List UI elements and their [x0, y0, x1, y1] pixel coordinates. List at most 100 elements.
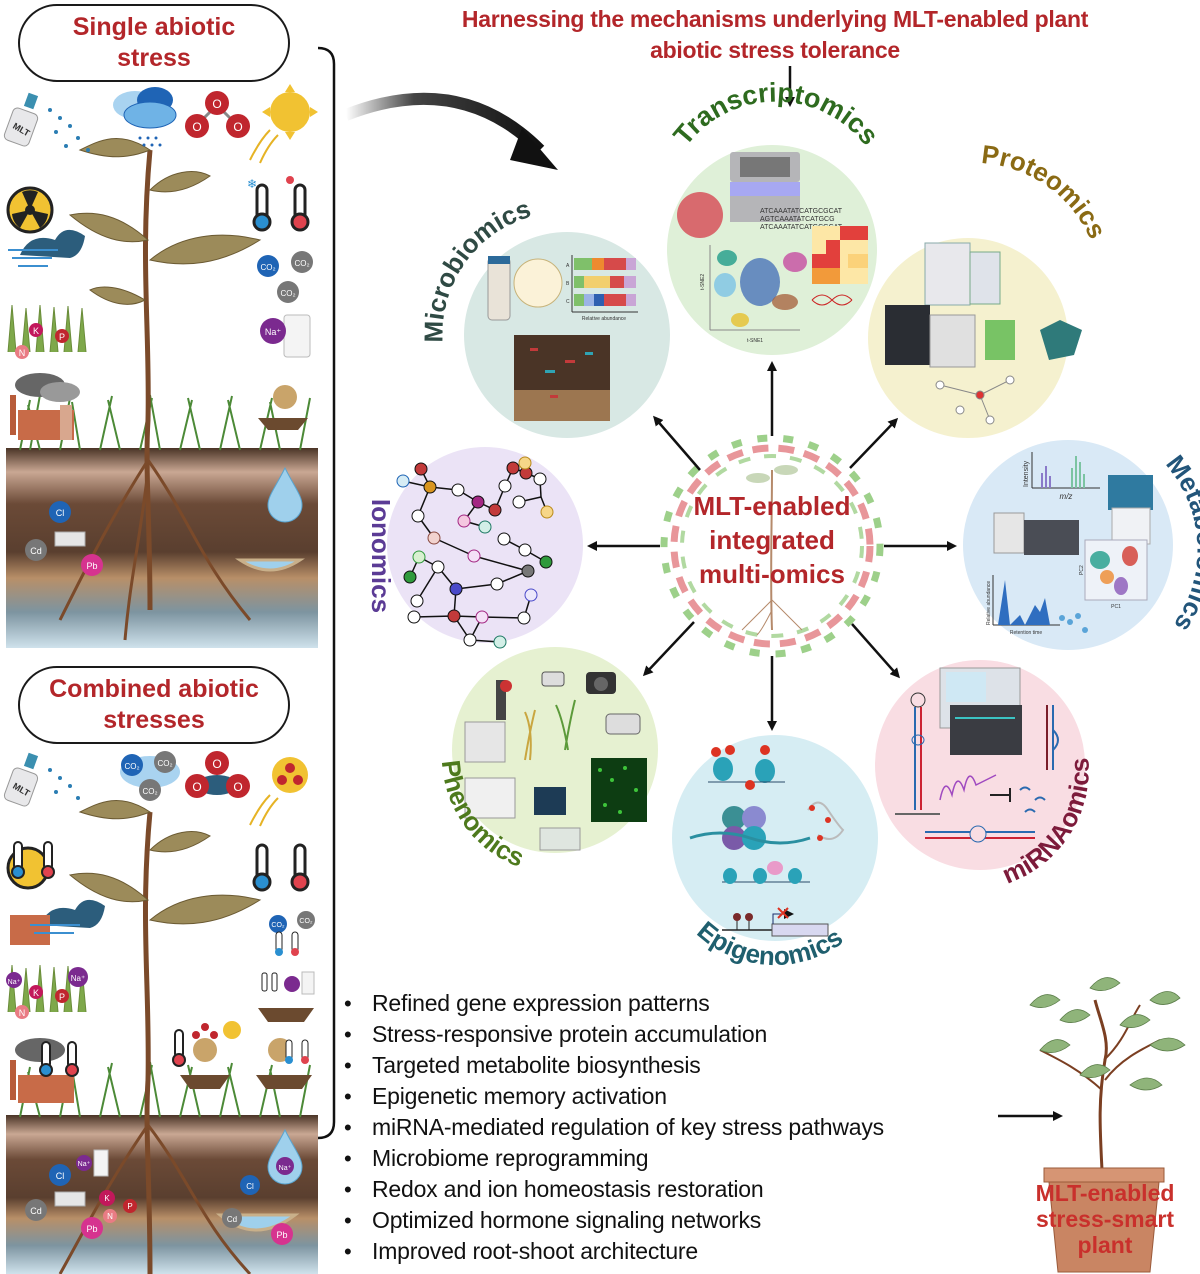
imaging-system-icon: [464, 777, 516, 819]
hub-label-line2: integrated: [709, 525, 835, 555]
ion-p: P: [59, 332, 65, 342]
mz-label: m/z: [1060, 492, 1073, 501]
salt-drought-temperature-icon: [258, 971, 315, 1022]
plant-leaves-2: [68, 799, 262, 925]
heat-ozone-drought-icon: [172, 1021, 241, 1089]
ion-p-c: P: [59, 992, 65, 1002]
hub-multiomics: [660, 434, 884, 658]
tsne-plot: t-SNE1 t-SNE2: [700, 245, 807, 344]
salt-shaker-icon: Na⁺: [260, 314, 311, 358]
ion-na-c2: Na⁺: [71, 974, 85, 983]
protein-network-icon: [935, 375, 1015, 425]
combined-stress-heading-line1: Combined abiotic: [49, 675, 259, 703]
outcome-item: Microbiome reprogramming: [342, 1143, 884, 1174]
title-line-2: abiotic stress tolerance: [650, 37, 900, 63]
ion-na-c3: Na⁺: [78, 1161, 91, 1168]
omics-metabolomics: Intensity m/z Retention time Relative ab…: [963, 440, 1173, 650]
thermal-camera-icon: [605, 713, 641, 735]
ion-pb-c2: Pb: [276, 1230, 287, 1240]
co2-cloud-icon: CO₂ CO₂ CO₂: [120, 751, 180, 801]
dna-ring-green: [660, 434, 884, 658]
single-stress-heading-line2: stress: [117, 44, 191, 72]
svg-text:O: O: [212, 757, 221, 771]
arrow-to-microbiomics: [653, 415, 701, 471]
drought-temperature-icon: [256, 1038, 312, 1089]
single-stress-panel: MLT O O O: [3, 84, 318, 648]
heat-thermometer-icon-2: [290, 843, 310, 892]
co2-temperature-icon: CO₂ CO₂: [269, 911, 315, 956]
svg-text:O: O: [233, 780, 242, 794]
heatmap-icon: [812, 226, 868, 284]
hub-arrows: [587, 361, 957, 731]
sequencing-machine-icon: [939, 667, 1022, 755]
nutrient-deficiency-icon-2: Na⁺ K P N Na⁺: [6, 964, 88, 1019]
ozone-molecule-icon: O O O: [185, 91, 250, 138]
tissue-section-icon: [677, 192, 723, 238]
combined-stress-heading-line2: stresses: [103, 706, 205, 734]
sequence-text-3: ATCAAATATCATGCGCAT: [760, 224, 843, 231]
mlt-spray-bottle-icon: MLT: [3, 92, 90, 152]
ion-n-soil: N: [107, 1212, 113, 1221]
sample-tube-icon: [487, 257, 511, 321]
ion-cl-c: Cl: [56, 1171, 65, 1181]
ion-cd-c: Cd: [30, 1206, 42, 1216]
gene-silencing-icon: [722, 907, 829, 937]
outcome-item: Improved root-shoot architecture: [342, 1236, 884, 1267]
ion-n-c: N: [19, 1008, 26, 1018]
sun-ozone-icon: [249, 757, 308, 827]
chromatogram-plot: Retention time Relative abundance: [986, 575, 1060, 636]
mlt-spray-bottle-icon-2: MLT: [3, 752, 80, 807]
omics-microbiomics: A B C Relative abundance: [464, 232, 670, 438]
water-drop-icon: [235, 466, 305, 572]
drone-icon: [541, 671, 565, 687]
bar-label-c: C: [566, 299, 570, 305]
protein-structure-icon: [985, 320, 1015, 360]
co2-t-label-2: CO₂: [299, 918, 313, 925]
co2-t-label-1: CO₂: [271, 922, 285, 929]
abundance-bar-chart: A B C Relative abundance: [566, 255, 638, 322]
outcome-item: Stress-responsive protein accumulation: [342, 1019, 884, 1050]
combined-stress-heading: Combined abiotic stresses: [18, 666, 290, 744]
dna-icon: [811, 294, 853, 306]
svg-text:O: O: [192, 120, 201, 134]
label-transcriptomics: Transcriptomics: [668, 77, 885, 150]
ion-na-c1: Na⁺: [8, 979, 21, 986]
mirna-duplex-icon: [925, 825, 1035, 843]
result-line1: MLT-enabled: [1035, 1180, 1175, 1206]
combined-stress-panel: MLT CO₂ CO₂ CO₂ O O O: [3, 751, 318, 1274]
hairpin-rna-icon: [895, 692, 940, 815]
outcomes-list: Refined gene expression patterns Stress-…: [342, 988, 884, 1267]
cold-thermometer-icon-2: [252, 843, 272, 892]
arrow-to-proteomics: [849, 417, 899, 469]
dna-ring-red: [670, 444, 874, 648]
metabolite-molecules-icon: [1059, 613, 1088, 633]
omics-epigenomics: [672, 735, 878, 941]
drought-icon: [258, 385, 308, 430]
result-line3: plant: [1077, 1232, 1133, 1258]
bar-label-b: B: [566, 281, 570, 287]
factory-wind-icon: [10, 899, 105, 945]
co2-c-label-1: CO₂: [124, 762, 139, 771]
bar-label-a: A: [566, 263, 570, 269]
outcome-item: Epigenetic memory activation: [342, 1081, 884, 1112]
ion-na: Na⁺: [265, 327, 282, 337]
svg-text:O: O: [233, 120, 242, 134]
svg-text:O: O: [192, 780, 201, 794]
ion-cl: Cl: [56, 508, 65, 518]
radiation-temperature-icon: [6, 841, 55, 890]
ion-p-soil: P: [127, 1202, 132, 1211]
rain-cloud-icon: [113, 87, 177, 147]
heat-thermometer-icon: [286, 176, 310, 232]
bracket-line: [317, 46, 336, 1140]
sequencer-icon: [730, 152, 800, 222]
mass-spectrometer-icon: [1108, 475, 1153, 510]
ozone-wind-icon: O O O: [185, 751, 250, 798]
relative-abundance-label-2: Relative abundance: [986, 581, 992, 625]
nucleosome-icon: [708, 745, 785, 790]
histone-complex-icon: [689, 806, 811, 850]
pc2-label: PC2: [1079, 565, 1085, 575]
wheat-plant-icon: [555, 699, 576, 751]
ion-k-soil: K: [104, 1194, 110, 1203]
sequence-text-2: AGTCAAATATCATGCG: [760, 216, 835, 223]
protein-blob-icon: [1040, 320, 1082, 360]
